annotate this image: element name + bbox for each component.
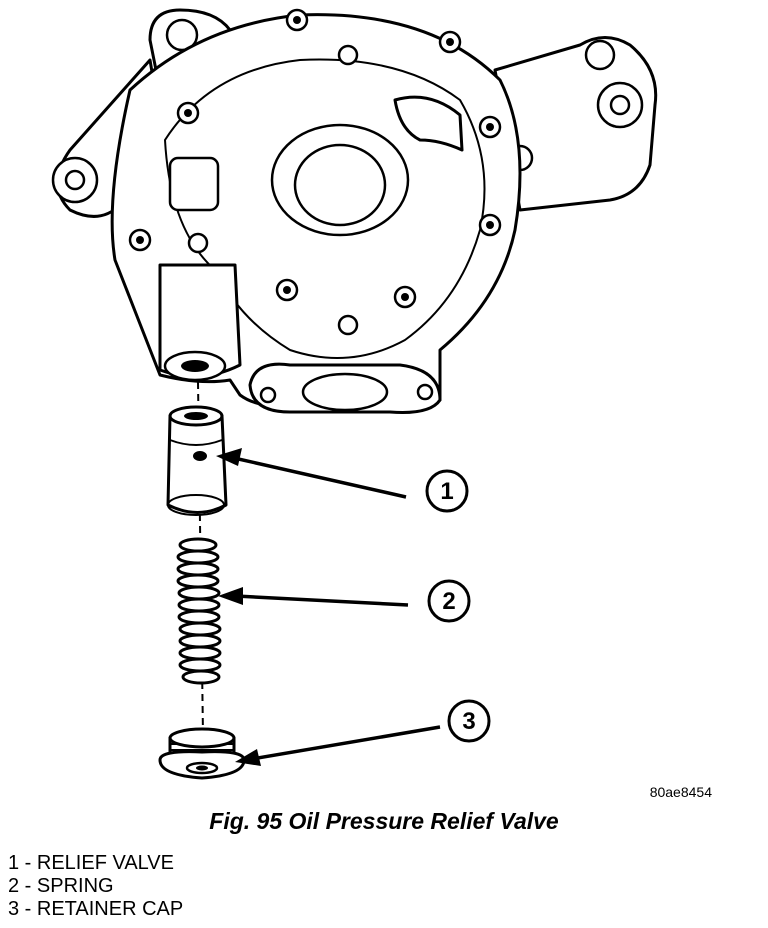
legend-item-retainer-cap: 3 - RETAINER CAP bbox=[8, 898, 184, 920]
svg-text:3: 3 bbox=[462, 708, 475, 735]
relief-valve-part bbox=[166, 405, 228, 516]
figure-reference-code: 80ae8454 bbox=[650, 784, 713, 800]
leader-line-2 bbox=[218, 587, 409, 607]
svg-text:1: 1 bbox=[440, 478, 453, 505]
callout-3: 3 bbox=[447, 699, 491, 743]
leader-line-1 bbox=[216, 448, 407, 499]
callout-2: 2 bbox=[427, 579, 471, 623]
callout-1: 1 bbox=[425, 469, 469, 513]
legend-item-spring: 2 - SPRING bbox=[8, 875, 114, 897]
figure-caption: Fig. 95 Oil Pressure Relief Valve bbox=[209, 808, 559, 834]
parts-legend: 1 - RELIEF VALVE 2 - SPRING 3 - RETAINER… bbox=[8, 852, 183, 921]
svg-text:2: 2 bbox=[442, 588, 455, 615]
oil-pump-exploded-diagram: 1 2 3 80ae8454 bbox=[51, 8, 713, 800]
retainer-cap-part bbox=[158, 727, 246, 780]
spring-part bbox=[176, 537, 222, 685]
leader-line-3 bbox=[235, 725, 441, 766]
legend-item-relief-valve: 1 - RELIEF VALVE bbox=[8, 852, 174, 874]
oil-pump-housing bbox=[51, 8, 658, 414]
